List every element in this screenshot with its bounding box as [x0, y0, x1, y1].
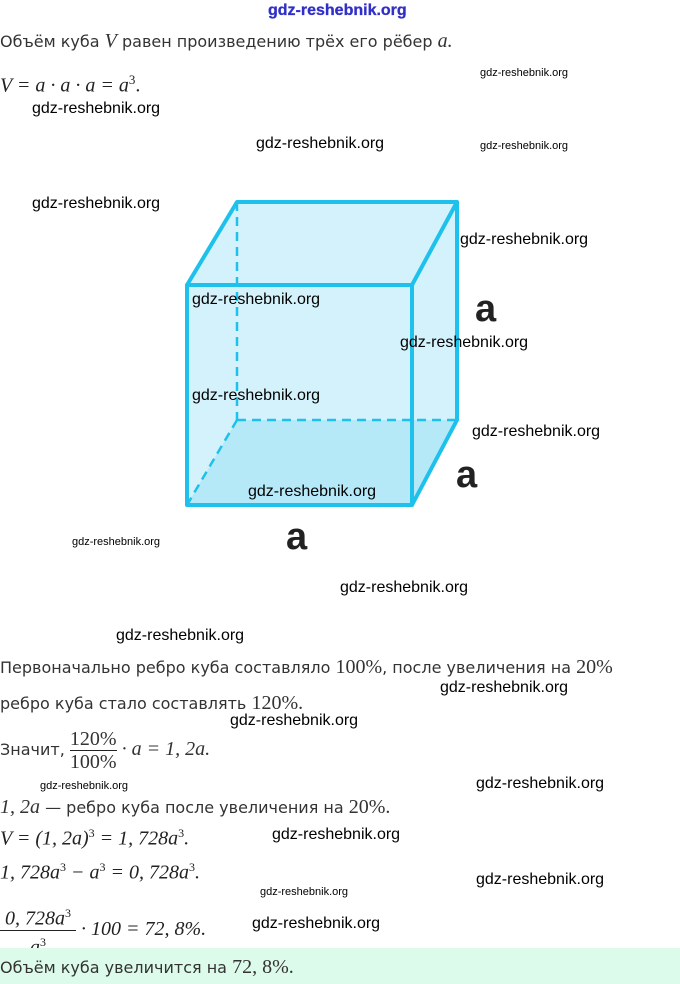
formula-new-volume: V = (1, 2a)3 = 1, 728a3. — [0, 826, 190, 850]
cube-bottom-face — [187, 420, 457, 505]
formula-difference: 1, 728a3 − a3 = 0, 728a3. — [0, 860, 200, 884]
watermark: gdz-reshebnik.org — [340, 579, 469, 596]
watermark: gdz-reshebnik.org — [460, 231, 589, 248]
edge-label-height: a — [475, 288, 497, 330]
answer-box: Объём куба увеличится на 72, 8%. — [0, 948, 680, 984]
watermark: gdz-reshebnik.org — [116, 627, 245, 644]
paragraph-1: Первоначально ребро куба составляло 100%… — [0, 656, 613, 678]
edge-label-depth: a — [456, 454, 478, 496]
paragraph-3: Значит, 120%100% · a = 1, 2a. — [0, 728, 211, 773]
watermark: gdz-reshebnik.org — [476, 775, 605, 792]
watermark: gdz-reshebnik.org — [248, 483, 377, 500]
watermark: gdz-reshebnik.org — [268, 2, 407, 19]
watermark: gdz-reshebnik.org — [480, 67, 569, 79]
paragraph-4: 1, 2a — ребро куба после увеличения на 2… — [0, 796, 391, 818]
watermark: gdz-reshebnik.org — [72, 536, 161, 548]
volume-formula: V = a · a · a = a3. — [0, 72, 141, 97]
watermark: gdz-reshebnik.org — [480, 140, 569, 152]
edge-label-width: a — [286, 516, 308, 558]
watermark: gdz-reshebnik.org — [260, 886, 349, 898]
watermark: gdz-reshebnik.org — [440, 679, 569, 696]
watermark: gdz-reshebnik.org — [476, 871, 605, 888]
watermark: gdz-reshebnik.org — [230, 712, 359, 729]
watermark: gdz-reshebnik.org — [256, 135, 385, 152]
paragraph-2: ребро куба стало составлять 120%. — [0, 692, 304, 714]
watermark: gdz-reshebnik.org — [472, 423, 601, 440]
watermark: gdz-reshebnik.org — [192, 387, 321, 404]
watermark: gdz-reshebnik.org — [400, 334, 529, 351]
watermark: gdz-reshebnik.org — [40, 780, 129, 792]
watermark: gdz-reshebnik.org — [32, 100, 161, 117]
statement-line: Объём куба V равен произведению трёх его… — [0, 30, 453, 52]
cube-diagram — [185, 200, 459, 507]
watermark: gdz-reshebnik.org — [192, 291, 321, 308]
watermark: gdz-reshebnik.org — [272, 826, 401, 843]
answer-text: Объём куба увеличится на 72, 8%. — [0, 956, 294, 978]
hidden-edges — [185, 202, 457, 506]
watermark: gdz-reshebnik.org — [32, 195, 161, 212]
visible-edges — [185, 200, 459, 507]
watermark: gdz-reshebnik.org — [252, 915, 381, 932]
